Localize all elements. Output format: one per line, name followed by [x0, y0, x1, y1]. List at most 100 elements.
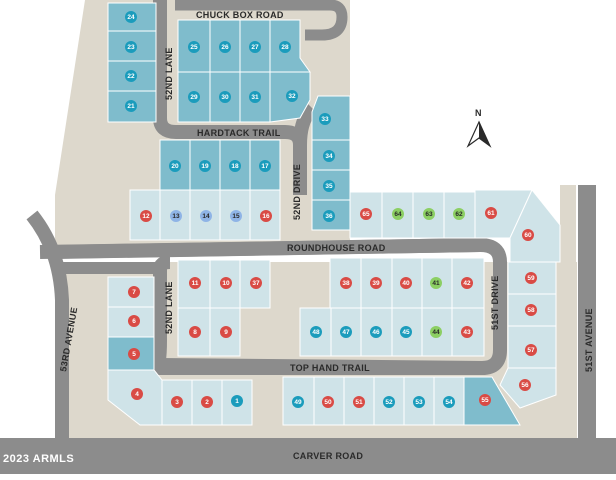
- lot-number: 42: [463, 280, 471, 287]
- lot-number: 63: [425, 211, 433, 218]
- lot-marker-36[interactable]: 36: [323, 210, 335, 222]
- lot-marker-62[interactable]: 62: [453, 208, 465, 220]
- lot-status-dot: [219, 91, 231, 103]
- lot-marker-32[interactable]: 32: [286, 90, 298, 102]
- lot-marker-37[interactable]: 37: [250, 277, 262, 289]
- lot-status-dot: [392, 208, 404, 220]
- lot-marker-51[interactable]: 51: [353, 396, 365, 408]
- lot-marker-17[interactable]: 17: [259, 160, 271, 172]
- lot-marker-42[interactable]: 42: [461, 277, 473, 289]
- lot-marker-34[interactable]: 34: [323, 150, 335, 162]
- lot-marker-30[interactable]: 30: [219, 91, 231, 103]
- lot-marker-1[interactable]: 1: [231, 395, 243, 407]
- lot-marker-21[interactable]: 21: [125, 100, 137, 112]
- lot-marker-25[interactable]: 25: [188, 41, 200, 53]
- lot-marker-26[interactable]: 26: [219, 41, 231, 53]
- lot-status-dot: [140, 210, 152, 222]
- lot-marker-27[interactable]: 27: [249, 41, 261, 53]
- lot-marker-13[interactable]: 13: [170, 210, 182, 222]
- lot-number: 34: [325, 153, 333, 160]
- lot-marker-31[interactable]: 31: [249, 91, 261, 103]
- lot-marker-33[interactable]: 33: [319, 113, 331, 125]
- road-label-hardtack: HARDTACK TRAIL: [197, 128, 281, 138]
- lot-marker-45[interactable]: 45: [400, 326, 412, 338]
- lot-marker-53[interactable]: 53: [413, 396, 425, 408]
- lot-marker-22[interactable]: 22: [125, 70, 137, 82]
- lot-marker-12[interactable]: 12: [140, 210, 152, 222]
- lot-marker-24[interactable]: 24: [125, 11, 137, 23]
- lot-number: 1: [235, 398, 239, 405]
- lot-marker-16[interactable]: 16: [260, 210, 272, 222]
- lot-marker-19[interactable]: 19: [199, 160, 211, 172]
- lot-number: 10: [222, 280, 230, 287]
- lot-marker-15[interactable]: 15: [230, 210, 242, 222]
- lot-status-dot: [370, 277, 382, 289]
- lot-marker-11[interactable]: 11: [189, 277, 201, 289]
- lot-status-dot: [479, 394, 491, 406]
- lot-number: 52: [385, 399, 393, 406]
- lot-marker-59[interactable]: 59: [525, 272, 537, 284]
- lot-marker-49[interactable]: 49: [292, 396, 304, 408]
- lot-marker-3[interactable]: 3: [171, 396, 183, 408]
- lot-number: 45: [402, 329, 410, 336]
- lot-status-dot: [430, 277, 442, 289]
- lot-marker-46[interactable]: 46: [370, 326, 382, 338]
- lot-marker-2[interactable]: 2: [201, 396, 213, 408]
- lot-status-dot: [353, 396, 365, 408]
- lot-status-dot: [522, 229, 534, 241]
- lot-number: 7: [132, 289, 136, 296]
- lot-marker-40[interactable]: 40: [400, 277, 412, 289]
- lot-marker-4[interactable]: 4: [131, 388, 143, 400]
- lot-status-dot: [220, 326, 232, 338]
- lot-marker-44[interactable]: 44: [430, 326, 442, 338]
- lot-marker-60[interactable]: 60: [522, 229, 534, 241]
- lot-marker-41[interactable]: 41: [430, 277, 442, 289]
- lot-marker-52[interactable]: 52: [383, 396, 395, 408]
- lot-marker-6[interactable]: 6: [128, 315, 140, 327]
- lot-status-dot: [519, 379, 531, 391]
- lot-marker-28[interactable]: 28: [279, 41, 291, 53]
- lot-number: 44: [432, 329, 440, 336]
- lot-marker-47[interactable]: 47: [340, 326, 352, 338]
- lot-number: 27: [251, 44, 259, 51]
- lot-marker-64[interactable]: 64: [392, 208, 404, 220]
- lot-marker-23[interactable]: 23: [125, 41, 137, 53]
- lot-marker-5[interactable]: 5: [128, 348, 140, 360]
- lot-marker-61[interactable]: 61: [485, 207, 497, 219]
- lot-marker-38[interactable]: 38: [340, 277, 352, 289]
- lot-marker-14[interactable]: 14: [200, 210, 212, 222]
- road-labels: CHUCK BOX ROAD 52ND LANE HARDTACK TRAIL …: [58, 10, 594, 461]
- lot-number: 62: [455, 211, 463, 218]
- lot-number: 58: [527, 307, 535, 314]
- lot-marker-57[interactable]: 57: [525, 344, 537, 356]
- lot-marker-65[interactable]: 65: [360, 208, 372, 220]
- lot-marker-58[interactable]: 58: [525, 304, 537, 316]
- lot-marker-50[interactable]: 50: [322, 396, 334, 408]
- lot-marker-7[interactable]: 7: [128, 286, 140, 298]
- lot-status-dot: [188, 41, 200, 53]
- lot-status-dot: [128, 315, 140, 327]
- lot-marker-20[interactable]: 20: [169, 160, 181, 172]
- lot-marker-18[interactable]: 18: [229, 160, 241, 172]
- lot-marker-8[interactable]: 8: [189, 326, 201, 338]
- lot-marker-10[interactable]: 10: [220, 277, 232, 289]
- lot-marker-29[interactable]: 29: [188, 91, 200, 103]
- lot-status-dot: [220, 277, 232, 289]
- lot-status-dot: [322, 396, 334, 408]
- lot-number: 36: [325, 213, 333, 220]
- lot-marker-9[interactable]: 9: [220, 326, 232, 338]
- lot-status-dot: [400, 277, 412, 289]
- road-label-52nd-lane-south: 52ND LANE: [164, 281, 174, 334]
- lot-marker-56[interactable]: 56: [519, 379, 531, 391]
- lot-marker-55[interactable]: 55: [479, 394, 491, 406]
- lot-number: 39: [372, 280, 380, 287]
- lot-marker-39[interactable]: 39: [370, 277, 382, 289]
- lot-number: 13: [172, 213, 180, 220]
- lot-marker-54[interactable]: 54: [443, 396, 455, 408]
- lot-marker-35[interactable]: 35: [323, 180, 335, 192]
- lot-marker-63[interactable]: 63: [423, 208, 435, 220]
- lot-number: 41: [432, 280, 440, 287]
- lot-status-dot: [125, 11, 137, 23]
- lot-marker-48[interactable]: 48: [310, 326, 322, 338]
- lot-marker-43[interactable]: 43: [461, 326, 473, 338]
